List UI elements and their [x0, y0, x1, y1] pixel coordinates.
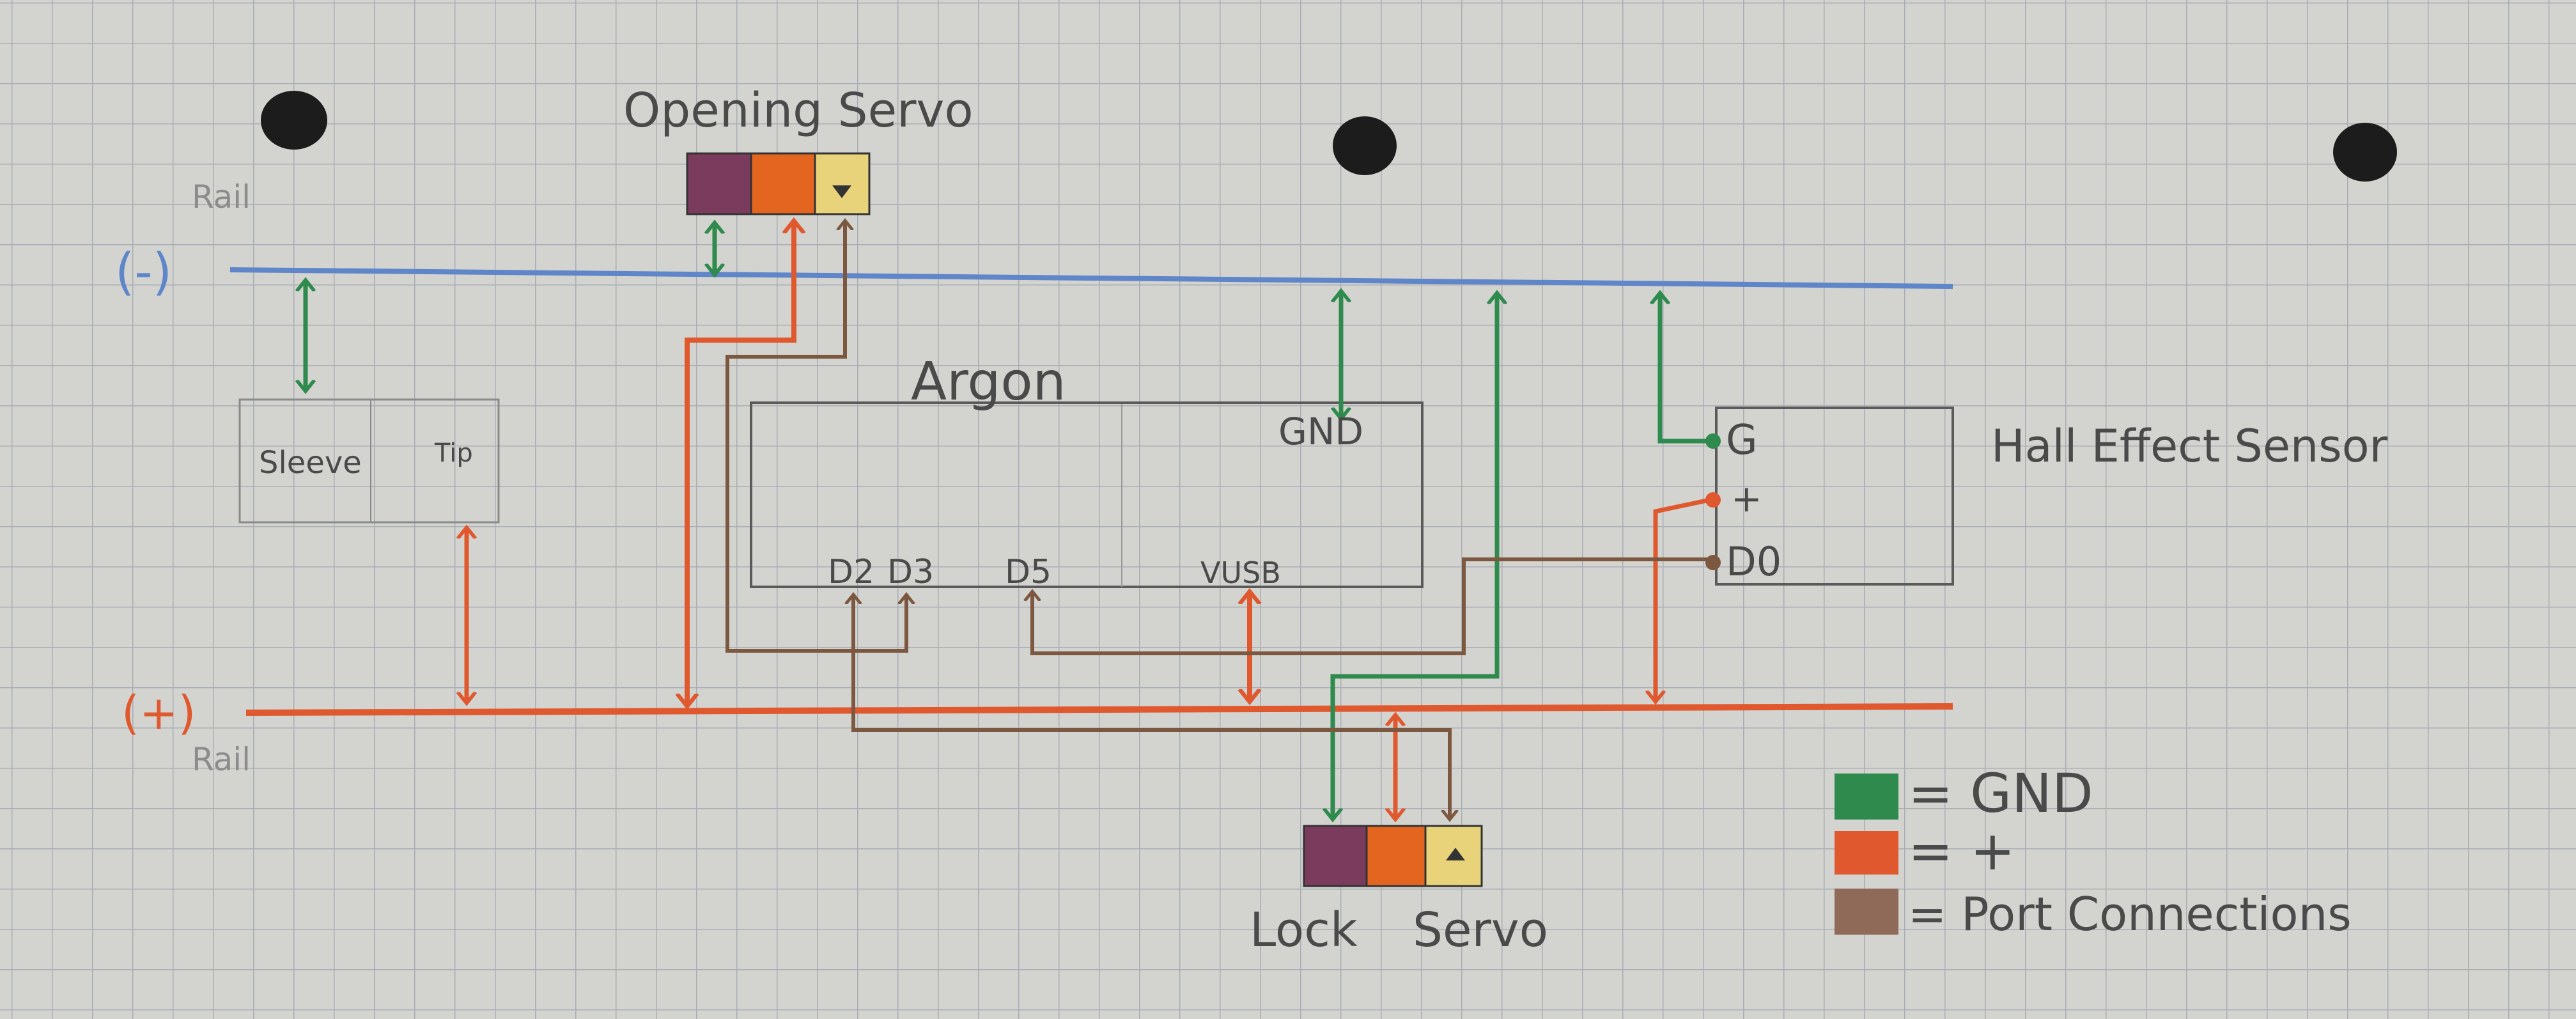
wire-hall-d0-to-d5	[1032, 557, 1710, 655]
opening-servo-signal-pin	[814, 152, 871, 215]
pin-d3-label: D3	[887, 553, 934, 591]
hall-pin-plus-label: +	[1731, 477, 1762, 520]
wire-hall-power	[1656, 497, 1711, 702]
tip-label: Tip	[434, 439, 473, 468]
legend-text-plus: = +	[1908, 820, 2015, 882]
pin-d2-label: D2	[828, 553, 874, 591]
negative-rail-word: Rail	[192, 178, 251, 215]
opening-servo-power-pin	[750, 152, 816, 215]
hall-pin-g-dot	[1705, 433, 1721, 449]
positive-rail-label: (+)	[121, 686, 196, 740]
binder-hole-left	[261, 91, 327, 150]
hall-pin-g-label: G	[1726, 417, 1758, 464]
binder-hole-right	[2333, 123, 2397, 182]
hall-pin-d0-label: D0	[1726, 538, 1781, 585]
wire-opening-servo-power	[687, 221, 794, 706]
argon-label: Argon	[911, 352, 1066, 412]
lock-servo-signal-marker	[1446, 848, 1465, 860]
pin-vusb-label: VUSB	[1200, 556, 1281, 590]
opening-servo-signal-marker	[832, 185, 851, 198]
argon-gnd-pin-label: GND	[1278, 410, 1363, 453]
lock-servo-label-servo: Servo	[1413, 903, 1548, 958]
audio-jack-outline	[238, 398, 500, 524]
wire-hall-gnd	[1660, 293, 1710, 444]
hall-pin-plus-dot	[1705, 492, 1721, 508]
legend-text-port: = Port Connections	[1908, 887, 2352, 941]
negative-rail-label: (-)	[115, 244, 172, 301]
legend-swatch-gnd	[1835, 774, 1898, 820]
legend-swatch-plus	[1835, 831, 1898, 875]
legend-swatch-port	[1835, 889, 1898, 935]
binder-hole-middle	[1333, 116, 1397, 175]
wire-lock-servo-signal-d2	[853, 595, 1450, 820]
opening-servo-ground-pin	[686, 152, 752, 215]
negative-rail-line	[229, 267, 1953, 289]
opening-servo-label: Opening Servo	[623, 83, 974, 138]
lock-servo-power-pin	[1365, 825, 1427, 887]
positive-rail-word: Rail	[192, 741, 251, 778]
lock-servo-label-lock: Lock	[1250, 903, 1358, 958]
hall-sensor-label: Hall Effect Sensor	[1991, 420, 2388, 472]
hall-pin-d0-dot	[1705, 555, 1721, 570]
sleeve-label: Sleeve	[259, 445, 362, 481]
pin-d5-label: D5	[1005, 553, 1051, 591]
lock-servo-ground-pin	[1303, 825, 1368, 887]
legend-text-gnd: = GND	[1908, 762, 2093, 825]
